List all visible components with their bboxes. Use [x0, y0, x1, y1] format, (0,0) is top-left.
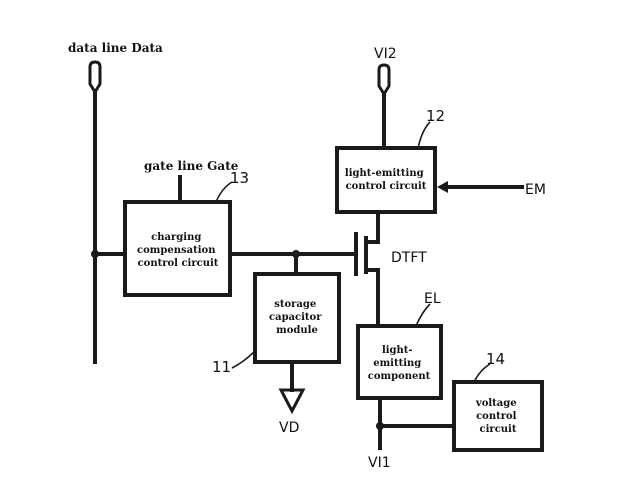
- light-control-block-label: light-emitting control circuit: [345, 168, 427, 192]
- em-label: EM: [525, 182, 546, 198]
- storage-capacitor-block: [253, 272, 341, 364]
- storage-ref-leader: [231, 349, 257, 369]
- light-emitting-control-block: [335, 146, 437, 214]
- gate-line-label: gate line Gate: [144, 159, 239, 173]
- el-ref-leader: [415, 303, 431, 327]
- charging-block-label: charging compensation control circuit: [137, 232, 219, 269]
- vd-terminal: [278, 388, 306, 415]
- dtft-transistor: [354, 210, 380, 328]
- el-label: EL: [424, 291, 441, 307]
- light-control-ref-leader: [417, 121, 431, 149]
- vd-label: VD: [279, 420, 299, 436]
- vi2-label: VI2: [374, 46, 397, 62]
- em-arrow: [437, 181, 524, 193]
- data-line: [88, 60, 102, 364]
- light-emitting-component-block: [356, 324, 443, 400]
- voltage-ref-number: 14: [486, 350, 505, 368]
- light-control-ref-number: 12: [426, 107, 445, 125]
- data-line-label: data line Data: [68, 41, 163, 55]
- charging-ref-number: 13: [230, 169, 249, 187]
- voltage-ref-leader: [473, 363, 491, 383]
- storage-block-label: storage capacitor module: [269, 299, 325, 336]
- storage-ref-number: 11: [212, 358, 231, 376]
- light-component-block-label: light- emitting component: [368, 345, 431, 382]
- charging-compensation-block: [123, 200, 232, 297]
- vi1-label: VI1: [368, 455, 391, 471]
- vi2-terminal: [377, 63, 391, 150]
- voltage-control-block-label: voltage control circuit: [475, 398, 520, 435]
- charging-ref-leader: [215, 181, 233, 203]
- voltage-control-block: [452, 380, 544, 452]
- dtft-label: DTFT: [391, 250, 427, 266]
